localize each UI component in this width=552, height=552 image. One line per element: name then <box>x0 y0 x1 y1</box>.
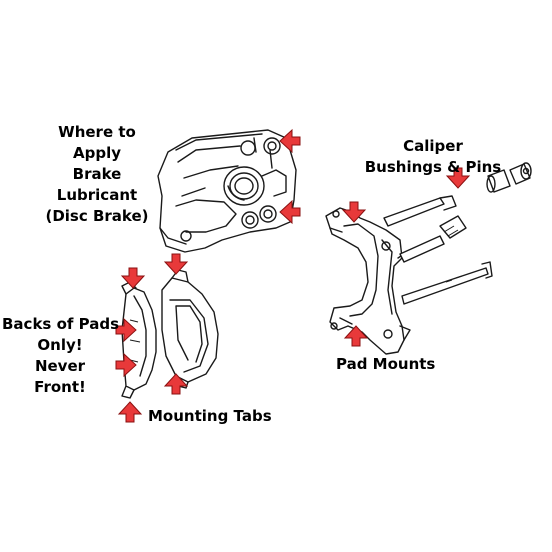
lubricant-label-line: Where to <box>58 123 136 141</box>
pads-warning-label: Backs of Pads Only! Never Front! <box>2 314 120 398</box>
lubricant-label: Where to Apply Brake Lubricant (Disc Bra… <box>34 122 160 227</box>
pad-mounts-label: Pad Mounts <box>336 355 436 373</box>
bushings <box>486 162 532 193</box>
caliper-body <box>157 129 297 253</box>
lubricant-label-line: Lubricant <box>56 186 138 204</box>
lubricant-label-line: Apply <box>72 144 121 162</box>
brake-pad-inner <box>121 281 157 399</box>
caliper-label-line: Bushings & Pins <box>364 158 502 176</box>
lubricant-label-line: (Disc Brake) <box>45 207 149 225</box>
pads-label-line: Backs of Pads <box>2 315 120 333</box>
pads-label-line: Front! <box>34 378 86 396</box>
mounting-tabs-label: Mounting Tabs <box>148 407 272 425</box>
lubricant-label-line: Brake <box>72 165 122 183</box>
guide-pins <box>383 195 493 305</box>
pads-label-line: Never <box>34 357 86 375</box>
pads-label-line: Only! <box>37 336 83 354</box>
red-block-arrow-icon <box>118 401 142 423</box>
caliper-bushings-label: Caliper Bushings & Pins <box>362 136 504 178</box>
brake-pad-outer <box>161 269 219 389</box>
caliper-label-line: Caliper <box>403 137 463 155</box>
caliper-bracket <box>325 207 411 355</box>
